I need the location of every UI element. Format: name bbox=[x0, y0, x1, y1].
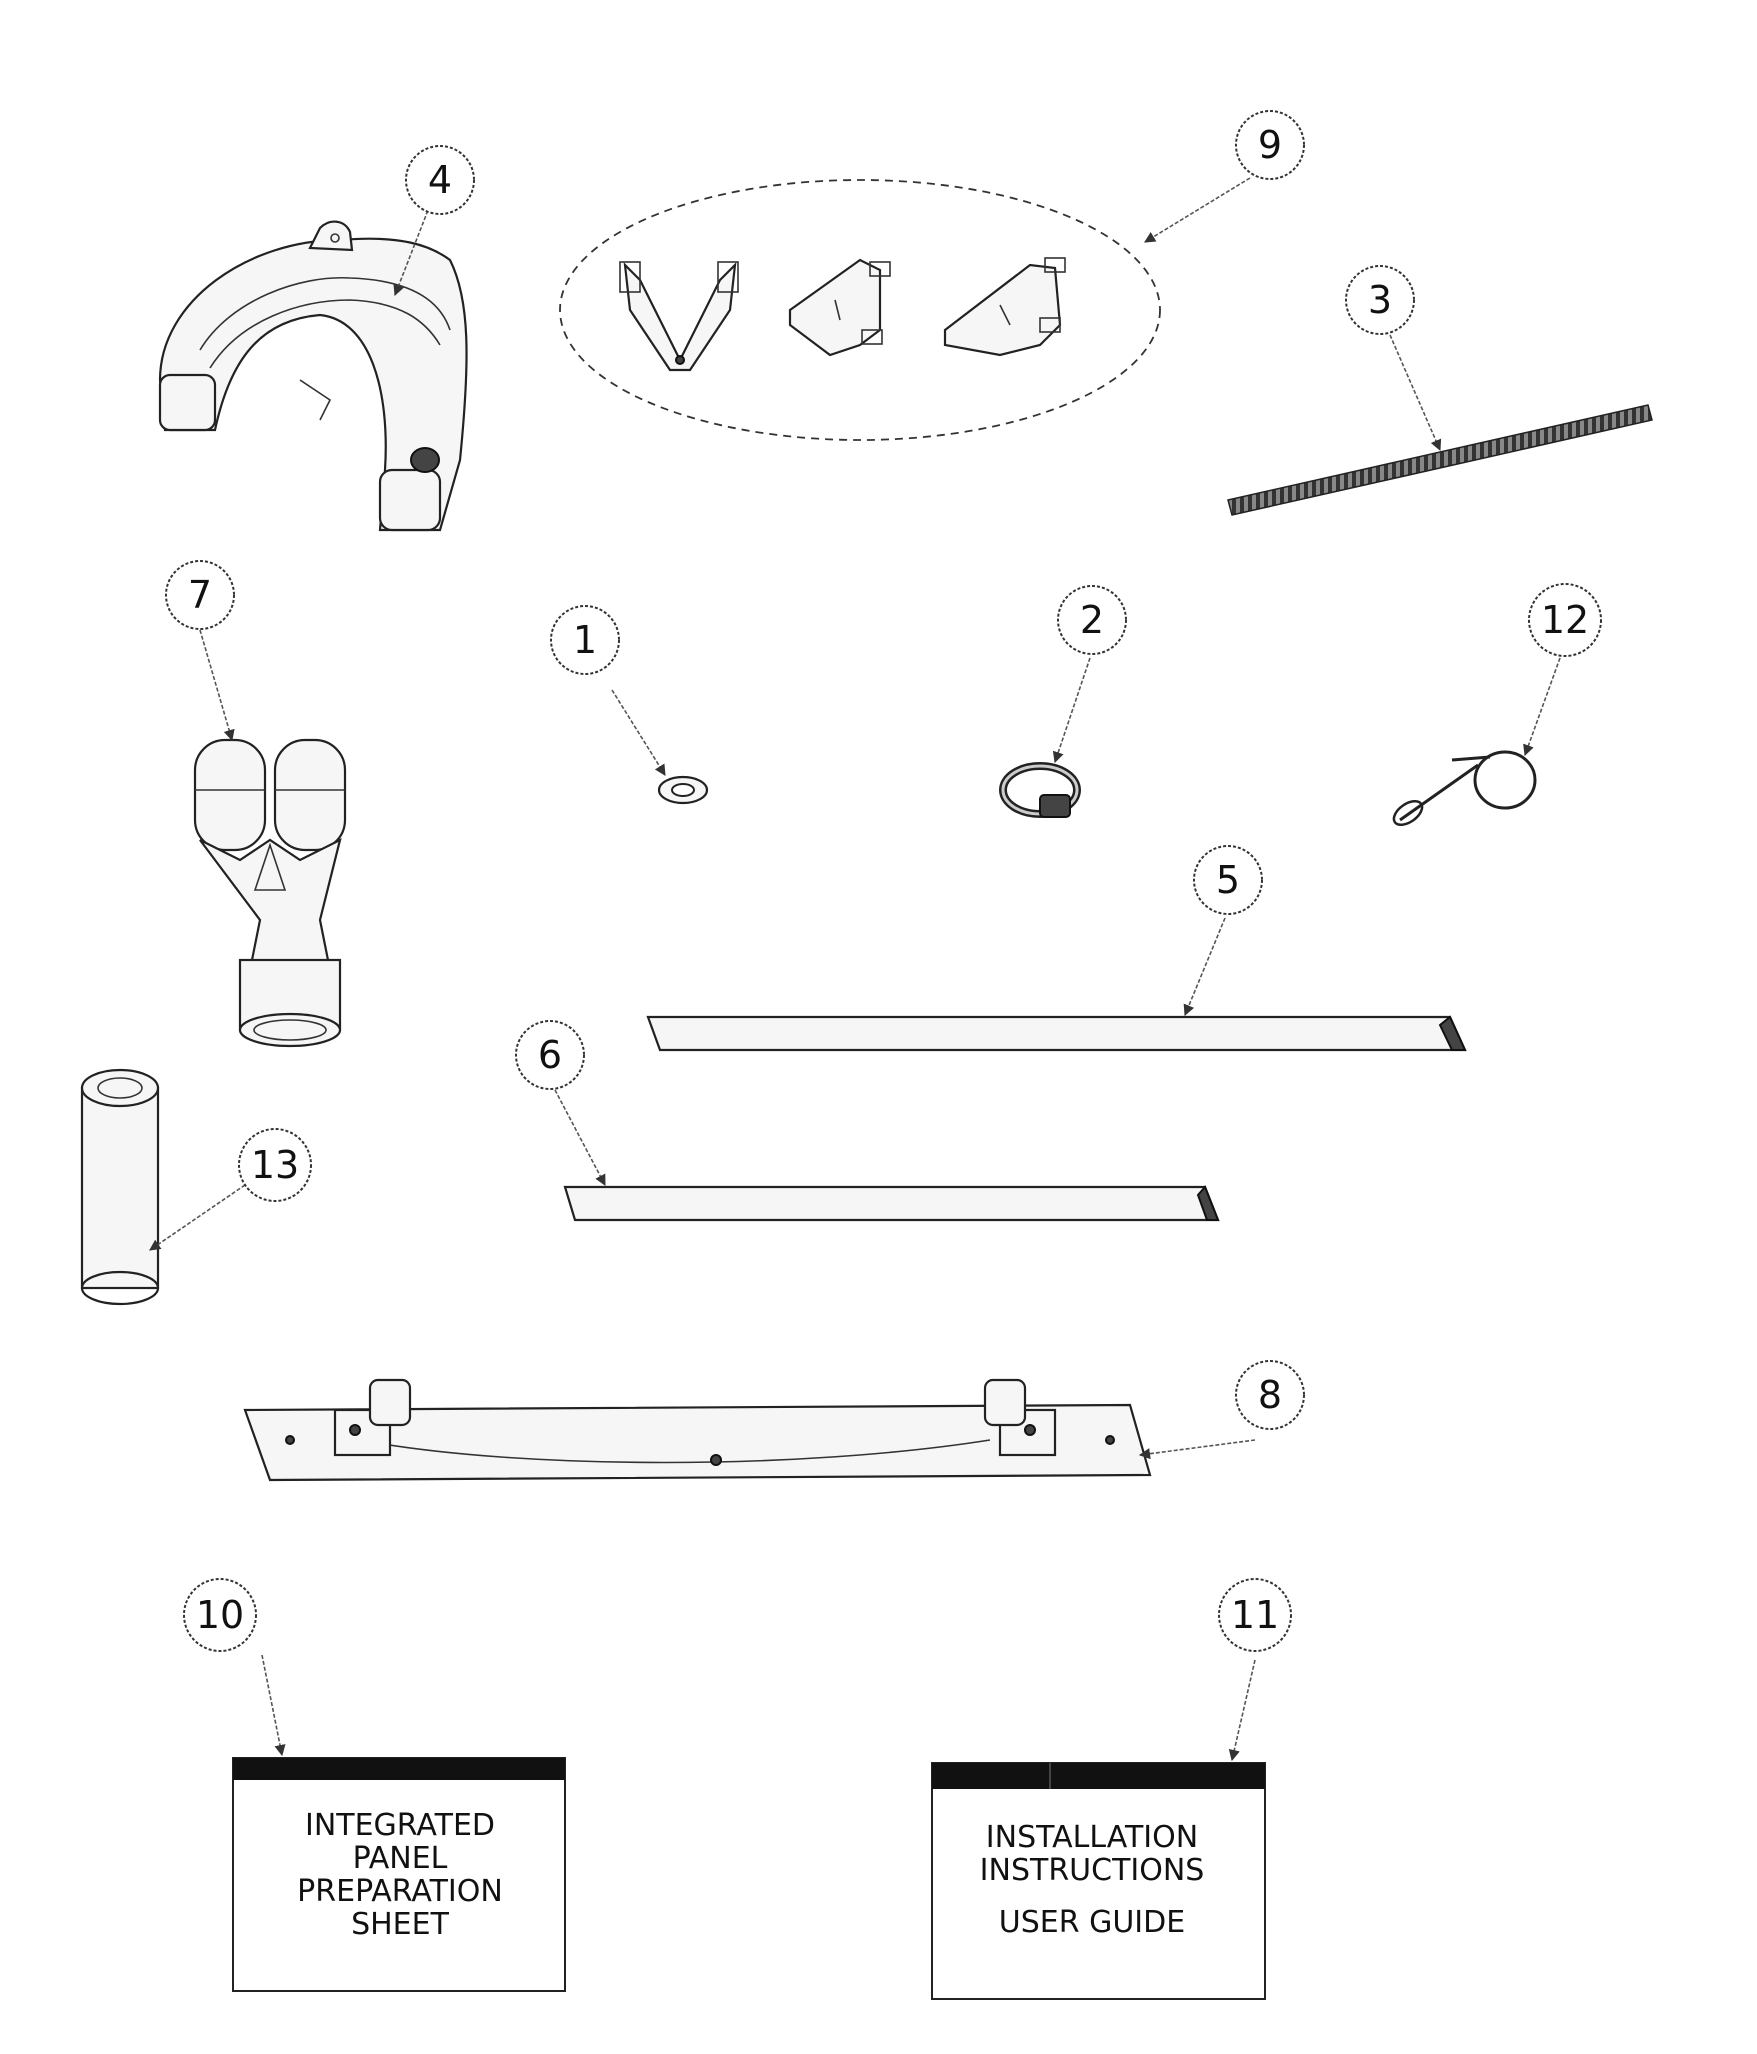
callout-13-label: 13 bbox=[251, 1143, 299, 1187]
callout-10: 10 bbox=[183, 1578, 257, 1652]
part-4-bracket bbox=[158, 220, 468, 532]
part-3-rack bbox=[1227, 404, 1653, 516]
callout-9: 9 bbox=[1235, 110, 1305, 180]
callout-6: 6 bbox=[515, 1020, 585, 1090]
part-7-y-connector bbox=[193, 738, 347, 1048]
callout-8: 8 bbox=[1235, 1360, 1305, 1430]
install-sheet-line3: USER GUIDE bbox=[999, 1905, 1185, 1940]
callout-12: 12 bbox=[1528, 583, 1602, 657]
callout-4-label: 4 bbox=[428, 158, 452, 202]
callout-7: 7 bbox=[165, 560, 235, 630]
callout-3: 3 bbox=[1345, 265, 1415, 335]
callout-1-label: 1 bbox=[573, 618, 597, 662]
callout-5-label: 5 bbox=[1216, 858, 1240, 902]
part-9-clip-set bbox=[559, 179, 1161, 441]
part-1-washer bbox=[657, 775, 709, 805]
callout-6-label: 6 bbox=[538, 1033, 562, 1077]
callout-3-label: 3 bbox=[1368, 278, 1392, 322]
v-clip bbox=[619, 261, 739, 372]
panel-sheet-line4: SHEET bbox=[351, 1907, 450, 1942]
part-13-sleeve bbox=[80, 1068, 160, 1306]
callout-1: 1 bbox=[550, 605, 620, 675]
callout-4: 4 bbox=[405, 145, 475, 215]
part-2-hose-clamp bbox=[999, 762, 1081, 818]
part-8-bracket-plate bbox=[243, 1378, 1152, 1482]
callout-8-label: 8 bbox=[1258, 1373, 1282, 1417]
side-clip-right bbox=[943, 257, 1066, 357]
right-latch bbox=[983, 1378, 1057, 1457]
callout-13: 13 bbox=[238, 1128, 312, 1202]
callout-7-label: 7 bbox=[188, 573, 212, 617]
callout-2: 2 bbox=[1057, 585, 1127, 655]
part-12-spring-clip bbox=[1392, 750, 1537, 827]
callout-10-label: 10 bbox=[196, 1593, 244, 1637]
callout-11: 11 bbox=[1218, 1578, 1292, 1652]
part-11-install-sheet: INSTALLATION INSTRUCTIONS USER GUIDE bbox=[931, 1762, 1266, 2000]
left-latch bbox=[333, 1378, 412, 1457]
install-sheet-line1: INSTALLATION bbox=[986, 1820, 1198, 1855]
part-10-panel-prep-sheet: INTEGRATED PANEL PREPARATION SHEET bbox=[232, 1757, 566, 1992]
panel-sheet-line3: PREPARATION bbox=[297, 1874, 503, 1909]
part-6-strip bbox=[563, 1185, 1220, 1222]
callout-11-label: 11 bbox=[1231, 1593, 1279, 1637]
install-sheet-line2: INSTRUCTIONS bbox=[980, 1853, 1205, 1888]
side-clip-left bbox=[788, 258, 891, 357]
panel-sheet-line1: INTEGRATED bbox=[305, 1808, 495, 1843]
callout-9-label: 9 bbox=[1258, 123, 1282, 167]
panel-sheet-line2: PANEL bbox=[353, 1841, 448, 1876]
part-5-strip bbox=[646, 1015, 1467, 1052]
callout-5: 5 bbox=[1193, 845, 1263, 915]
leader-lines bbox=[149, 177, 1561, 1762]
callout-2-label: 2 bbox=[1080, 598, 1104, 642]
callout-12-label: 12 bbox=[1541, 598, 1589, 642]
